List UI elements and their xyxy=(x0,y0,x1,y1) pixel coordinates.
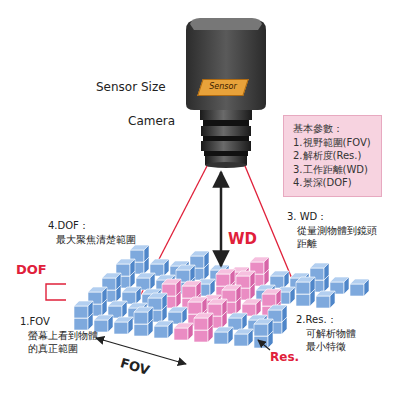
cube-face xyxy=(148,307,153,324)
cube-face xyxy=(234,334,248,346)
cube-face xyxy=(208,313,213,330)
cube-face xyxy=(150,273,155,290)
cube-face xyxy=(164,259,169,276)
cube-face xyxy=(364,279,369,296)
res-arrow xyxy=(258,340,270,350)
list-item: 2.解析度(Res.) xyxy=(293,149,372,163)
cube-face xyxy=(74,318,88,330)
part-label: Camera xyxy=(128,114,175,129)
cube-face xyxy=(316,296,330,308)
dof-bracket xyxy=(46,284,66,300)
list-item: 4.景深(DOF) xyxy=(293,176,372,190)
cube-face xyxy=(256,299,261,316)
box-heading: 基本參數： xyxy=(293,122,372,136)
cube-face xyxy=(254,324,268,336)
callout-number: 4.DOF： xyxy=(48,220,89,233)
cube-face xyxy=(202,297,207,314)
cube-face xyxy=(122,301,127,318)
cube-face xyxy=(196,281,201,298)
list-item: 1.視野範圍(FOV) xyxy=(293,136,372,150)
cube-face xyxy=(182,307,187,324)
cube-face xyxy=(194,318,208,330)
note: 最大聚焦清楚範圍 xyxy=(56,234,136,247)
dimension-label: DOF xyxy=(16,262,47,278)
cube-face xyxy=(88,301,93,318)
cube-face xyxy=(330,291,335,308)
cube-face xyxy=(230,269,235,286)
cube-face xyxy=(102,287,107,304)
sensor-plate: Sensor xyxy=(197,79,248,96)
cube-face xyxy=(228,327,233,344)
cube-face xyxy=(114,322,128,334)
cube-face xyxy=(290,287,295,304)
parameter-box: 基本參數：1.視野範圍(FOV)2.解析度(Res.)3.工作距離(WD)4.景… xyxy=(283,115,382,197)
cube-face xyxy=(108,315,113,332)
cube-face xyxy=(204,251,209,268)
cube-face xyxy=(182,286,196,298)
cube-face xyxy=(154,326,168,338)
cube-face xyxy=(296,294,310,306)
cube-face xyxy=(248,329,253,346)
cube-face xyxy=(188,323,193,340)
cube-face xyxy=(222,299,227,316)
cube-face xyxy=(194,330,208,342)
camera-body xyxy=(186,20,266,110)
cube-face xyxy=(210,279,215,296)
cube-face xyxy=(136,287,141,304)
cube-face xyxy=(236,285,241,302)
cube-face xyxy=(176,279,181,296)
cube-face xyxy=(282,305,287,322)
cube-face xyxy=(276,289,281,306)
note: 可解析物體 最小特徵 xyxy=(306,328,360,353)
cube-face xyxy=(134,324,148,336)
cube-face xyxy=(190,265,195,282)
cube-face xyxy=(242,313,247,330)
note: 螢幕上看到物體 的真正範圍 xyxy=(28,330,102,355)
cube-face xyxy=(134,312,148,324)
cube-face xyxy=(188,302,202,314)
cube-face xyxy=(264,257,269,274)
list-item: 3.工作距離(WD) xyxy=(293,163,372,177)
cube-face xyxy=(324,263,329,280)
dimension-label: WD xyxy=(228,230,257,249)
cube-face xyxy=(350,284,364,296)
cube-face xyxy=(74,306,88,318)
cube-face xyxy=(130,259,135,276)
note: 從量測物體到鏡頭 距離 xyxy=(297,225,381,250)
cube-face xyxy=(268,319,273,336)
callout-number: 1.FOV xyxy=(20,316,50,329)
part-label: Sensor Size xyxy=(96,80,166,95)
dimension-label: Res. xyxy=(270,350,299,365)
cube-face xyxy=(250,271,255,288)
cube-face xyxy=(116,273,121,290)
cube-face xyxy=(214,332,228,344)
cube-face xyxy=(162,293,167,310)
callout-number: 2.Res.： xyxy=(296,314,337,327)
wd-arrow xyxy=(220,172,223,266)
part-label: Sensor xyxy=(206,82,240,93)
cube-face xyxy=(284,271,289,288)
cube-face xyxy=(216,274,230,286)
cube-face xyxy=(174,328,188,340)
dimension-label: FOV xyxy=(118,355,151,379)
camera-top xyxy=(190,18,262,30)
lens xyxy=(200,110,252,168)
cube-face xyxy=(310,277,315,294)
cube-face xyxy=(296,282,310,294)
callout-number: 3. WD： xyxy=(287,211,327,224)
cube-face xyxy=(144,245,149,262)
cube-face xyxy=(262,294,276,306)
cube-face xyxy=(168,321,173,338)
cube-face xyxy=(344,277,349,294)
cube-face xyxy=(128,317,133,334)
